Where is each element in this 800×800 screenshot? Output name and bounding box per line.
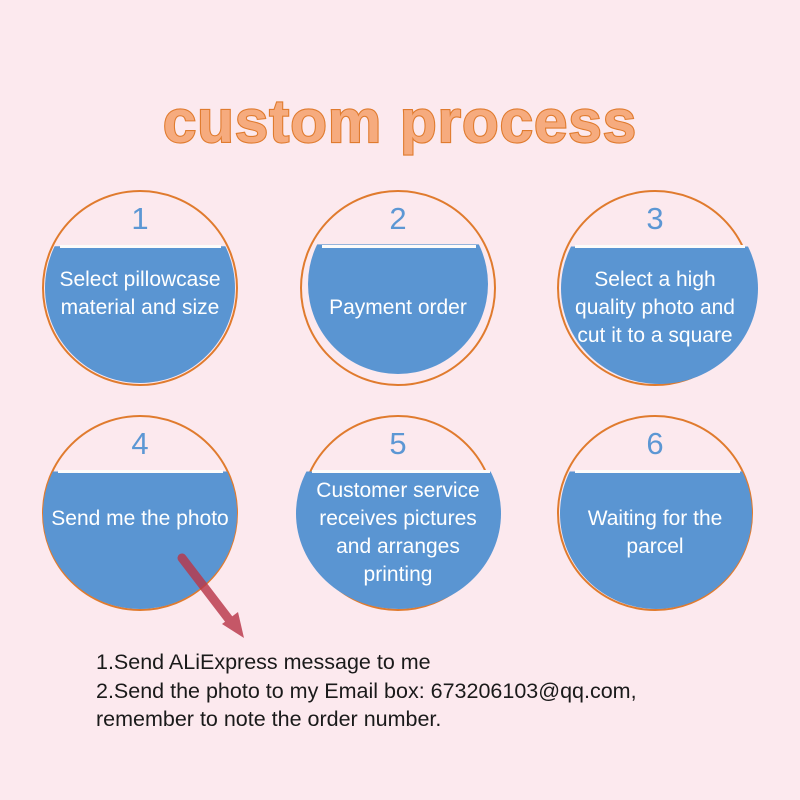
step-waterline-5 bbox=[312, 470, 490, 473]
step-circle-5: 5 Customer service receives pictures and… bbox=[296, 415, 501, 611]
step-label-4: Send me the photo bbox=[51, 507, 229, 530]
step-number-3: 3 bbox=[646, 201, 664, 236]
step-fill-5 bbox=[296, 415, 501, 611]
step-fill-3 bbox=[557, 190, 758, 386]
step-circle-4: 4 Send me the photo bbox=[42, 415, 238, 611]
page-title: custom process bbox=[162, 88, 638, 155]
step-number-4: 4 bbox=[131, 426, 149, 461]
step-circle-1: 1 Select pillowcase material and size bbox=[42, 190, 238, 386]
step-fill-2 bbox=[300, 190, 496, 386]
step-label-6: Waiting for the parcel bbox=[587, 507, 723, 558]
step-fill-1 bbox=[42, 190, 238, 386]
step-number-1: 1 bbox=[131, 201, 149, 236]
step-number-6: 6 bbox=[646, 426, 664, 461]
step-label-1: Select pillowcase material and size bbox=[59, 268, 221, 319]
step-label-5: Customer service receives pictures and a… bbox=[316, 479, 480, 586]
step-ring-1 bbox=[42, 190, 238, 386]
step-circle-2: 2 Payment order bbox=[300, 190, 496, 386]
step-waterline-4 bbox=[58, 470, 223, 473]
step-waterline-6 bbox=[575, 470, 740, 473]
step-circle-3: 3 Select a high quality photo and cut it… bbox=[557, 190, 758, 386]
step-label-3: Select a high quality photo and cut it t… bbox=[575, 268, 735, 347]
step-number-2: 2 bbox=[389, 201, 407, 236]
instructions-block: 1.Send ALiExpress message to me 2.Send t… bbox=[96, 648, 756, 734]
step-ring-6 bbox=[557, 415, 753, 611]
step-label-2: Payment order bbox=[329, 296, 467, 319]
step-waterline-2 bbox=[322, 245, 476, 248]
step-waterline-3 bbox=[575, 245, 745, 248]
instruction-line-2: 2.Send the photo to my Email box: 673206… bbox=[96, 678, 637, 703]
step-fill-6 bbox=[557, 415, 753, 611]
instruction-line-3: remember to note the order number. bbox=[96, 707, 442, 731]
step-circle-6: 6 Waiting for the parcel bbox=[557, 415, 753, 611]
step-waterline-1 bbox=[60, 245, 221, 248]
step-number-5: 5 bbox=[389, 426, 407, 461]
instruction-line-1: 1.Send ALiExpress message to me bbox=[96, 650, 431, 674]
step-ring-2 bbox=[300, 190, 496, 386]
